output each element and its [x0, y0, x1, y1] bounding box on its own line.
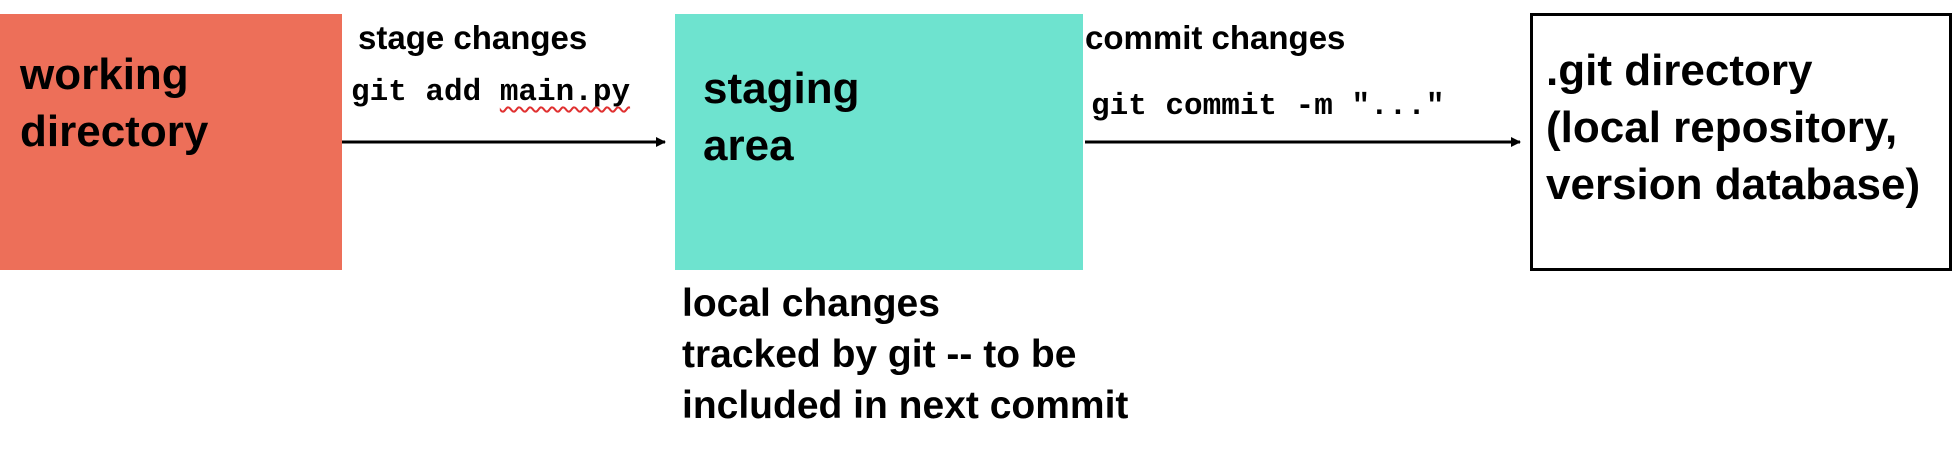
stage-changes-label: stage changes: [358, 19, 588, 56]
main-py-filename: main.py: [499, 75, 631, 110]
working-directory-box: working directory: [0, 14, 342, 270]
git-directory-title: .git directory (local repository, versio…: [1546, 46, 1921, 209]
staging-area-title: staging area: [703, 64, 860, 170]
git-directory-box: .git directory (local repository, versio…: [1530, 13, 1952, 271]
git-add-prefix: git add: [351, 75, 500, 110]
staging-area-description: local changes tracked by git -- to be in…: [682, 282, 1129, 427]
git-add-command: git add main.py: [351, 74, 630, 112]
staging-area-box: staging area: [675, 14, 1083, 270]
commit-changes-label: commit changes: [1085, 19, 1346, 56]
git-commit-command: git commit -m "...": [1091, 89, 1445, 124]
working-directory-title: working directory: [20, 50, 209, 156]
